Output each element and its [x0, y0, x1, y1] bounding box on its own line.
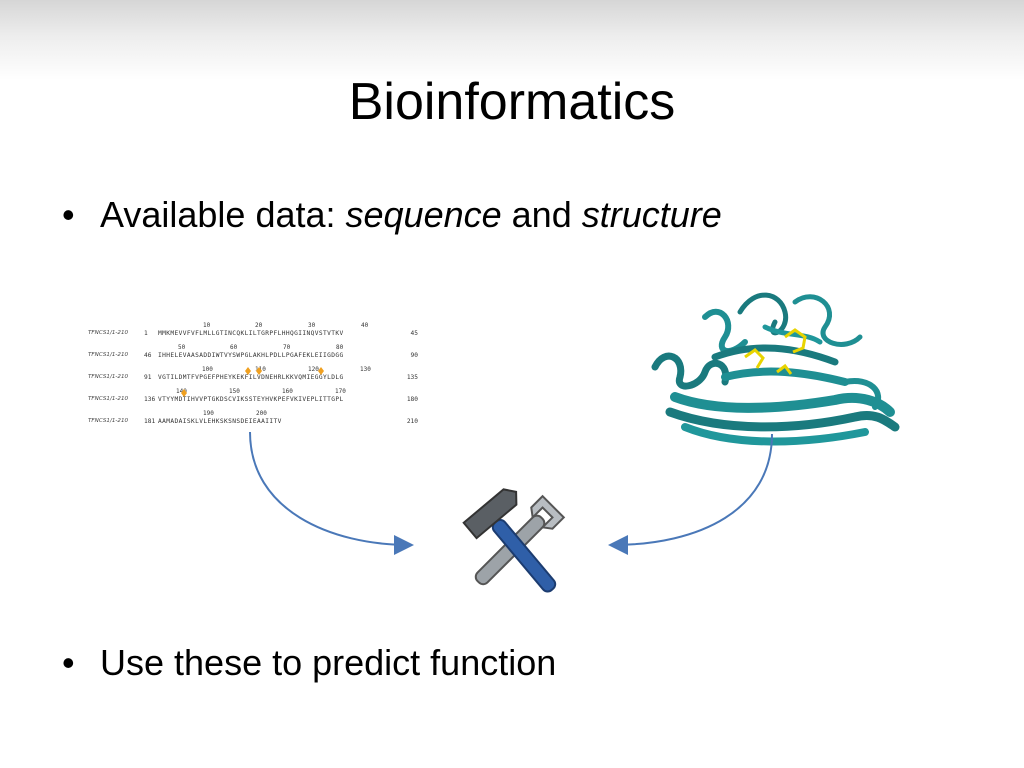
- row-name: TFNCS1/1-210: [88, 396, 129, 402]
- ruler: 190 200: [88, 410, 418, 418]
- ruler-tick: 10: [203, 322, 211, 329]
- row-end: 135: [406, 374, 418, 381]
- row-end: 90: [410, 352, 418, 359]
- ruler-tick: 120: [308, 366, 319, 373]
- sequence-alignment: 10 20 30 40 TFNCS1/1-210 1 MMKMEVVFVFLML…: [88, 322, 418, 432]
- bullet-text: Use these to predict function: [100, 642, 557, 683]
- ruler-tick: 30: [308, 322, 316, 329]
- bullet-text-structure: structure: [581, 194, 722, 235]
- row-end: 45: [410, 330, 418, 337]
- ruler-tick: 160: [282, 388, 293, 395]
- alignment-row: TFNCS1/1-210 181 AAMADAISKLVLEHKSKSNSDEI…: [88, 418, 418, 432]
- row-residues: MMKMEVVFVFLMLLGTINCQKLILTGRPFLHHQGIINQVS…: [158, 330, 344, 337]
- row-start: 136: [144, 396, 156, 403]
- row-start: 46: [144, 352, 152, 359]
- row-start: 181: [144, 418, 156, 425]
- arrow-structure-to-tools: [608, 433, 773, 555]
- title-band: [0, 0, 1024, 80]
- ruler-tick: 40: [361, 322, 369, 329]
- row-residues: IHHELEVAASADDIWTVYSWPGLAKHLPDLLPGAFEKLEI…: [158, 352, 344, 359]
- ruler-tick: 80: [336, 344, 344, 351]
- bullet-predict-function: • Use these to predict function: [62, 642, 556, 684]
- ruler-tick: 130: [360, 366, 371, 373]
- bullet-dot: •: [62, 642, 75, 683]
- ruler-tick: 150: [229, 388, 240, 395]
- ruler-tick: 50: [178, 344, 186, 351]
- alignment-row: TFNCS1/1-210 91 VGTILDMTFVPGEFPHEYKEKFIL…: [88, 374, 418, 388]
- row-start: 91: [144, 374, 152, 381]
- ruler-tick: 200: [256, 410, 267, 417]
- row-start: 1: [144, 330, 148, 337]
- row-name: TFNCS1/1-210: [88, 352, 129, 358]
- row-residues: VTYYMDTIHVVPTGKDSCVIKSSTEYHVKPEFVKIVEPLI…: [158, 396, 344, 403]
- row-name: TFNCS1/1-210: [88, 418, 129, 424]
- ruler-tick: 70: [283, 344, 291, 351]
- bullet-dot: •: [62, 194, 75, 235]
- ruler-tick: 20: [255, 322, 263, 329]
- ruler: 10 20 30 40: [88, 322, 418, 330]
- ruler-tick: 60: [230, 344, 238, 351]
- alignment-row: TFNCS1/1-210 1 MMKMEVVFVFLMLLGTINCQKLILT…: [88, 330, 418, 344]
- ruler-tick: 190: [203, 410, 214, 417]
- row-end: 210: [406, 418, 418, 425]
- ruler: 140 150 160 170: [88, 388, 418, 396]
- bullet-available-data: • Available data: sequence and structure: [62, 194, 722, 236]
- bullet-text-and: and: [501, 194, 582, 235]
- bullet-text-sequence: sequence: [345, 194, 502, 235]
- ruler-tick: 170: [335, 388, 346, 395]
- hammer-and-wrench-icon: [462, 488, 566, 593]
- ruler-tick: 100: [202, 366, 213, 373]
- row-name: TFNCS1/1-210: [88, 330, 129, 336]
- arrow-sequence-to-tools: [249, 431, 414, 555]
- row-residues: AAMADAISKLVLEHKSKSNSDEIEAAIITV: [158, 418, 282, 425]
- alignment-row: TFNCS1/1-210 136 VTYYMDTIHVVPTGKDSCVIKSS…: [88, 396, 418, 410]
- ruler: 50 60 70 80: [88, 344, 418, 352]
- row-residues: VGTILDMTFVPGEFPHEYKEKFILVDNEHRLKKVQMIEGG…: [158, 374, 344, 381]
- ruler-tick: 140: [176, 388, 187, 395]
- bullet-text-prefix: Available data:: [100, 194, 346, 235]
- row-end: 180: [406, 396, 418, 403]
- row-name: TFNCS1/1-210: [88, 374, 129, 380]
- alignment-row: TFNCS1/1-210 46 IHHELEVAASADDIWTVYSWPGLA…: [88, 352, 418, 366]
- slide-title: Bioinformatics: [348, 73, 676, 131]
